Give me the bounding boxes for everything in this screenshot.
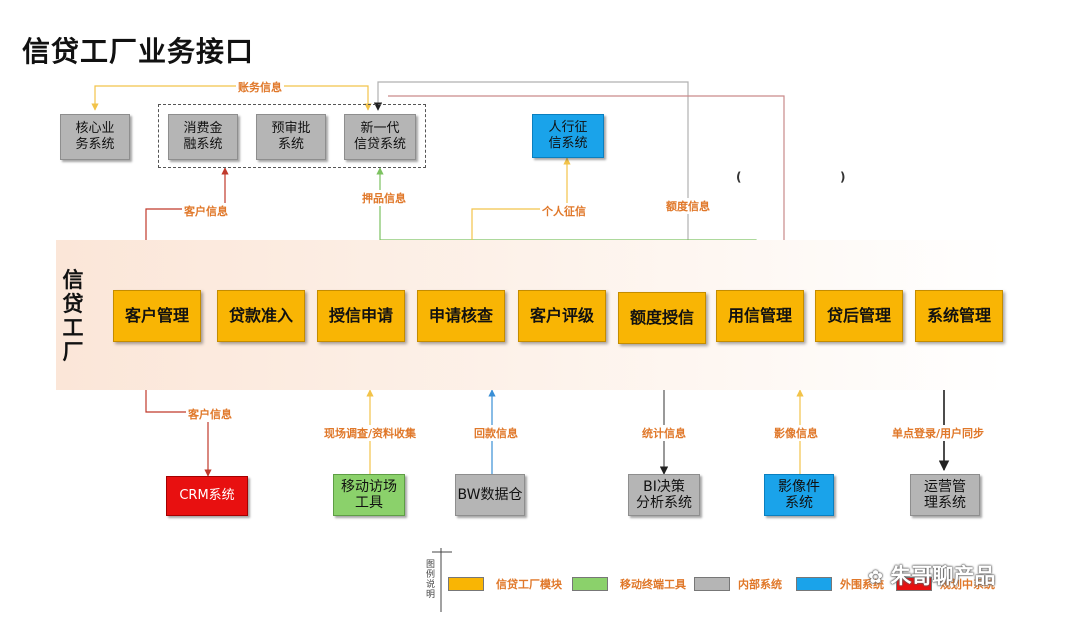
legend-label-external: 外围系统 — [840, 578, 884, 591]
paren-open: ( — [736, 170, 742, 184]
legend-caption: 图 例 说 明 — [426, 560, 436, 600]
module-post-loan[interactable]: 贷后管理 — [815, 290, 903, 342]
legend-label-module: 信贷工厂模块 — [496, 578, 562, 591]
label-account-info: 账务信息 — [236, 79, 284, 95]
watermark: ✿ 朱哥聊产品 — [868, 560, 995, 590]
wechat-icon: ✿ — [868, 567, 884, 588]
legend-label-planned: 规划中系统 — [940, 578, 995, 591]
paren-close: ) — [840, 170, 846, 184]
module-loan-admission[interactable]: 贷款准入 — [217, 290, 305, 342]
legend-swatch-planned — [896, 577, 932, 591]
legend-swatch-mobile — [572, 577, 608, 591]
label-personal-credit: 个人征信 — [540, 203, 588, 219]
watermark-text: 朱哥聊产品 — [890, 564, 996, 588]
label-sso: 单点登录/用户同步 — [890, 425, 987, 441]
bw-data-warehouse[interactable]: BW数据仓 — [455, 474, 525, 516]
legend-swatch-module — [448, 577, 484, 591]
label-collateral-info: 押品信息 — [360, 190, 408, 206]
pre-approval-system[interactable]: 预审批 系统 — [256, 114, 326, 160]
credit-factory-label: 信 贷 工 厂 — [62, 268, 84, 364]
label-customer-info-bottom: 客户信息 — [186, 406, 234, 422]
consumer-finance-system[interactable]: 消费金 融系统 — [168, 114, 238, 160]
pboc-credit-system[interactable]: 人行征 信系统 — [532, 114, 604, 158]
module-credit-line-grant[interactable]: 额度授信 — [618, 292, 706, 344]
module-credit-application[interactable]: 授信申请 — [317, 290, 405, 342]
page-title: 信贷工厂业务接口 — [22, 35, 255, 68]
crm-system[interactable]: CRM系统 — [166, 476, 248, 516]
label-repayment-info: 回款信息 — [472, 425, 520, 441]
internal-system-group — [158, 104, 426, 168]
bi-analysis-system[interactable]: BI决策 分析系统 — [628, 474, 700, 516]
legend-label-internal: 内部系统 — [738, 578, 782, 591]
label-quota-info: 额度信息 — [664, 198, 712, 214]
legend-label-mobile: 移动终端工具 — [620, 578, 686, 591]
module-customer-rating[interactable]: 客户评级 — [518, 290, 606, 342]
label-image-info: 影像信息 — [772, 425, 820, 441]
imaging-system[interactable]: 影像件 系统 — [764, 474, 834, 516]
legend-swatch-internal — [694, 577, 730, 591]
label-field-survey: 现场调查/资料收集 — [322, 425, 419, 441]
legend-swatch-external — [796, 577, 832, 591]
operations-management-system[interactable]: 运营管 理系统 — [910, 474, 980, 516]
label-customer-info-top: 客户信息 — [182, 203, 230, 219]
module-application-verification[interactable]: 申请核查 — [417, 290, 505, 342]
module-credit-usage[interactable]: 用信管理 — [716, 290, 804, 342]
new-credit-system[interactable]: 新一代 信贷系统 — [344, 114, 416, 160]
mobile-visit-tool[interactable]: 移动访场 工具 — [333, 474, 405, 516]
label-stats-info: 统计信息 — [640, 425, 688, 441]
module-system-management[interactable]: 系统管理 — [915, 290, 1003, 342]
module-customer-management[interactable]: 客户管理 — [113, 290, 201, 342]
core-banking-system[interactable]: 核心业 务系统 — [60, 114, 130, 160]
